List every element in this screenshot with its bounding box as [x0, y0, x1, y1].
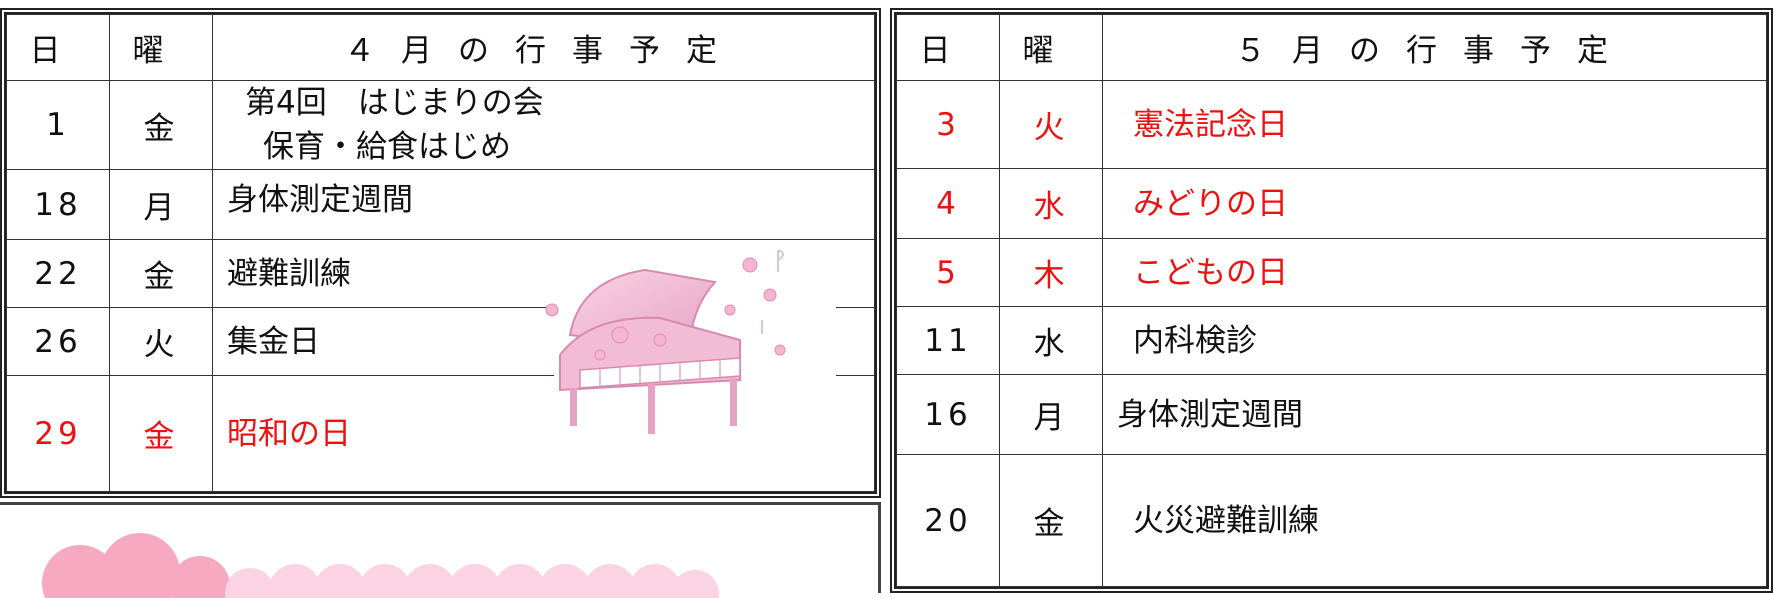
table-row: 16 月 身体測定週間	[896, 374, 1767, 455]
may-schedule-table: 日 曜 ５月の行事予定 3 火 憲法記念日 4 水 みどりの日 5 木 こどもの…	[890, 8, 1773, 593]
table-row: 1 金 第4回 はじまりの会 保育・給食はじめ	[6, 80, 875, 170]
header-title: ４月の行事予定	[212, 14, 875, 81]
row-date: 26	[6, 307, 110, 376]
row-events: 火災避難訓練	[1102, 454, 1767, 587]
row-weekday: 火	[999, 80, 1103, 169]
table-row: 11 水 内科検診	[896, 306, 1767, 375]
row-weekday: 金	[109, 239, 213, 308]
table-row: 18 月 身体測定週間	[6, 169, 875, 240]
row-weekday: 月	[109, 169, 213, 240]
row-events: みどりの日	[1102, 168, 1767, 239]
table-row: 20 金 火災避難訓練	[896, 454, 1767, 587]
row-weekday: 金	[999, 454, 1103, 587]
row-events: 身体測定週間	[1102, 374, 1767, 455]
row-events: 憲法記念日	[1102, 80, 1767, 169]
event-text: 保育・給食はじめ	[263, 129, 511, 165]
piano-with-cherry-blossoms-icon	[545, 249, 786, 434]
event-text: 第4回 はじまりの会	[245, 85, 544, 121]
table-row: 3 火 憲法記念日	[896, 80, 1767, 169]
row-weekday: 木	[999, 238, 1103, 307]
table-row: 5 木 こどもの日	[896, 238, 1767, 307]
row-events: 第4回 はじまりの会 保育・給食はじめ	[212, 80, 875, 170]
row-date: 3	[896, 80, 1000, 169]
row-events: 内科検診	[1102, 306, 1767, 375]
row-weekday: 水	[999, 306, 1103, 375]
row-events: 身体測定週間	[212, 169, 875, 240]
pink-cloud-icon	[42, 533, 719, 598]
row-weekday: 水	[999, 168, 1103, 239]
header-title: ５月の行事予定	[1102, 14, 1767, 81]
divider-line	[878, 502, 881, 593]
row-date: 4	[896, 168, 1000, 239]
row-date: 18	[6, 169, 110, 240]
row-date: 5	[896, 238, 1000, 307]
header-date: 日	[896, 14, 1000, 81]
row-date: 29	[6, 375, 110, 492]
row-events: こどもの日	[1102, 238, 1767, 307]
header-weekday: 曜	[999, 14, 1103, 81]
row-weekday: 金	[109, 375, 213, 492]
table-header-row: 日 曜 ５月の行事予定	[896, 14, 1767, 81]
row-weekday: 月	[999, 374, 1103, 455]
row-date: 16	[896, 374, 1000, 455]
row-weekday: 火	[109, 307, 213, 376]
table-row: 4 水 みどりの日	[896, 168, 1767, 239]
row-date: 20	[896, 454, 1000, 587]
header-weekday: 曜	[109, 14, 213, 81]
row-date: 1	[6, 80, 110, 170]
table-header-row: 日 曜 ４月の行事予定	[6, 14, 875, 81]
row-date: 22	[6, 239, 110, 308]
row-weekday: 金	[109, 80, 213, 170]
divider-line	[0, 502, 881, 505]
row-date: 11	[896, 306, 1000, 375]
header-date: 日	[6, 14, 110, 81]
